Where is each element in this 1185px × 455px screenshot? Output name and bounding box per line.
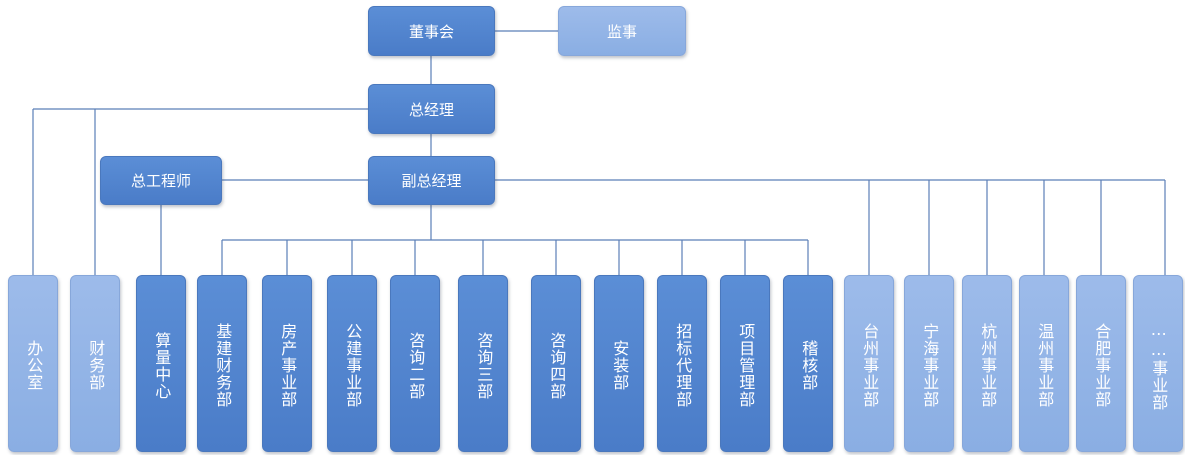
board-label: 董事会: [408, 22, 454, 41]
dept-office: 办公室: [8, 275, 58, 452]
dept-real-estate: 房产事业部: [262, 275, 312, 452]
dept-wenzhou: 温州事业部: [1019, 275, 1069, 452]
dept-hefei: 合肥事业部: [1076, 275, 1126, 452]
dept-public-building: 公建事业部: [327, 275, 377, 452]
chief-engineer-box: 总工程师: [100, 156, 222, 205]
dept-infra-finance: 基建财务部: [197, 275, 247, 452]
supervisor-label: 监事: [606, 22, 637, 41]
dept-consult-4: 咨询四部: [531, 275, 581, 452]
dept-consult-2: 咨询二部: [390, 275, 440, 452]
deputy-gm-box: 副总经理: [368, 156, 495, 205]
dept-ninghai: 宁海事业部: [904, 275, 954, 452]
dept-calc-center: 算量中心: [136, 275, 186, 452]
dept-other-division: ……事业部: [1133, 275, 1183, 452]
chief-engineer-label: 总工程师: [130, 172, 191, 190]
general-manager-box: 总经理: [368, 84, 495, 134]
board-box: 董事会: [368, 6, 495, 56]
dept-project-management: 项目管理部: [720, 275, 770, 452]
dept-taizhou: 台州事业部: [844, 275, 894, 452]
dept-bidding-agency: 招标代理部: [657, 275, 707, 452]
dept-consult-3: 咨询三部: [458, 275, 508, 452]
deputy-gm-label: 副总经理: [401, 172, 462, 190]
dept-audit: 稽核部: [783, 275, 833, 452]
dept-hangzhou: 杭州事业部: [962, 275, 1012, 452]
dept-finance: 财务部: [70, 275, 120, 452]
general-manager-label: 总经理: [408, 100, 454, 119]
supervisor-box: 监事: [558, 6, 686, 56]
dept-installation: 安装部: [594, 275, 644, 452]
